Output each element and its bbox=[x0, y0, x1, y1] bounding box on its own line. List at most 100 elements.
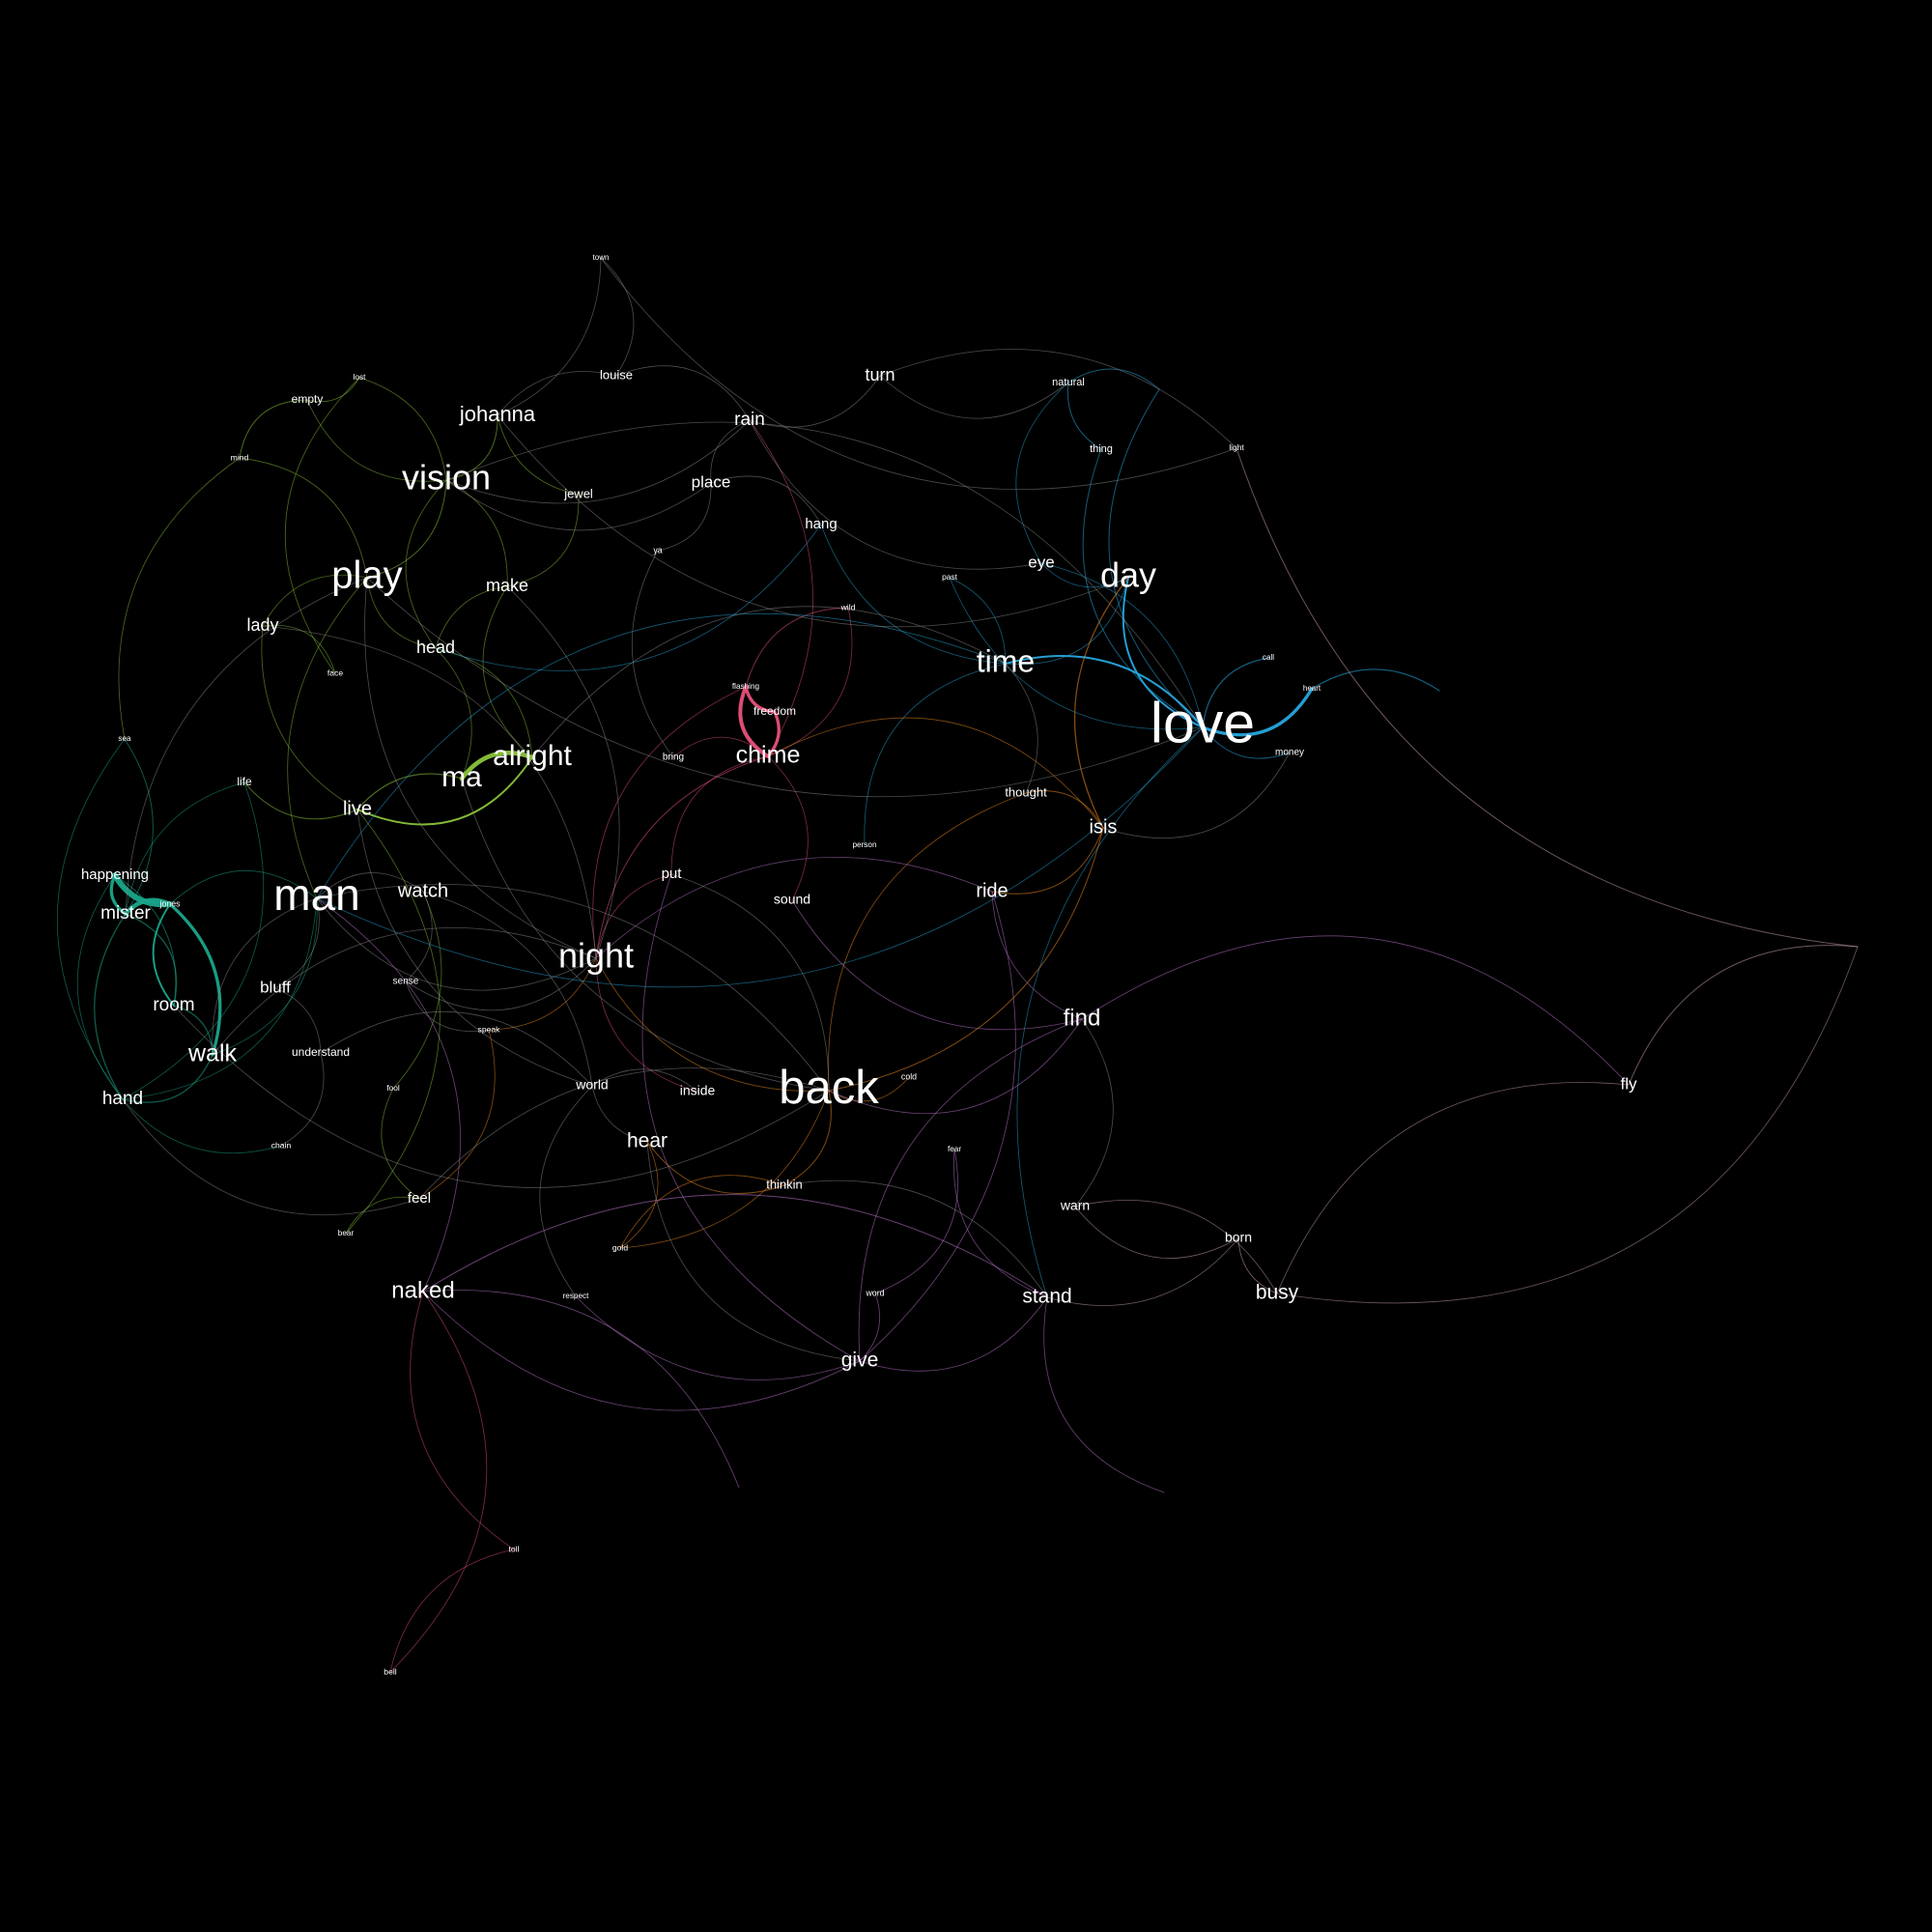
node-warn: warn bbox=[1060, 1198, 1090, 1213]
edge-hang-head bbox=[435, 524, 822, 671]
edge-give-word bbox=[859, 1293, 881, 1362]
edge-back-isis bbox=[828, 827, 1104, 1092]
node-face: face bbox=[327, 668, 343, 677]
node-vision: vision bbox=[402, 458, 491, 497]
edge-rain-place bbox=[710, 419, 751, 484]
edge-busy-cry bbox=[1276, 946, 1859, 1304]
edge-past-love bbox=[949, 577, 1204, 730]
edge-hand-chain bbox=[122, 1098, 282, 1154]
edge-night-ride bbox=[595, 856, 993, 959]
edge-eye-rain bbox=[749, 419, 1042, 570]
edge-light-cry bbox=[1236, 447, 1859, 948]
edge-mister-play bbox=[125, 577, 368, 915]
edge-ma-back bbox=[461, 778, 830, 1092]
edge-chime-sound bbox=[767, 755, 809, 901]
edge-man-walk bbox=[212, 897, 318, 1056]
edge-play-lady bbox=[262, 574, 368, 627]
edge-sense-night bbox=[405, 957, 597, 1011]
node-feel: feel bbox=[408, 1190, 431, 1207]
edge-watch-sense bbox=[405, 891, 433, 982]
edge-turn-light bbox=[879, 349, 1237, 449]
node-bell: bell bbox=[384, 1666, 396, 1676]
edge-johanna-vision bbox=[445, 414, 498, 481]
node-cold: cold bbox=[901, 1071, 917, 1081]
node-call: call bbox=[1263, 653, 1274, 662]
node-place: place bbox=[692, 472, 731, 491]
edge-find-fly bbox=[1081, 935, 1630, 1086]
edge-world-inside bbox=[591, 1068, 698, 1093]
edge-man-hand bbox=[122, 897, 318, 1100]
edge-lady-night bbox=[262, 625, 597, 959]
edge-make-alright bbox=[482, 585, 533, 758]
edge-love-day bbox=[1122, 577, 1204, 728]
edge-isis-day bbox=[1073, 577, 1129, 829]
node-find: find bbox=[1064, 1005, 1101, 1031]
node-love: love bbox=[1151, 692, 1255, 755]
node-turn: turn bbox=[865, 365, 895, 384]
node-inside: inside bbox=[680, 1083, 716, 1098]
node-fool: fool bbox=[386, 1083, 400, 1093]
edge-speak-night bbox=[488, 957, 597, 1031]
node-thinkin: thinkin bbox=[766, 1177, 803, 1191]
node-lost: lost bbox=[353, 372, 366, 382]
edge-give-naked bbox=[422, 1291, 861, 1411]
node-busy: busy bbox=[1256, 1282, 1299, 1304]
node-speak: speak bbox=[478, 1024, 501, 1034]
edge-love-sun bbox=[1108, 388, 1204, 728]
node-mister: mister bbox=[100, 903, 151, 923]
edge-man-night bbox=[316, 897, 597, 991]
edge-find-ride bbox=[991, 891, 1083, 1020]
node-naked: naked bbox=[391, 1277, 454, 1303]
edge-happening-jones bbox=[112, 872, 173, 908]
node-put: put bbox=[662, 866, 683, 882]
edge-thought-back bbox=[828, 792, 1027, 1092]
node-chime: chime bbox=[736, 742, 801, 769]
node-past: past bbox=[942, 572, 958, 582]
edge-bluff-understand bbox=[274, 987, 322, 1054]
edge-play-mind bbox=[239, 457, 368, 579]
edge-busy-born bbox=[1237, 1237, 1278, 1294]
edge-hand-walk bbox=[122, 1054, 213, 1103]
edge-layer bbox=[57, 257, 1859, 1673]
edge-chime-put bbox=[670, 755, 769, 875]
edge-happening-hand bbox=[76, 874, 124, 1100]
edge-love-money bbox=[1202, 726, 1291, 759]
edge-vision-make bbox=[445, 479, 508, 587]
edge-thinkin-gold bbox=[619, 1175, 785, 1249]
edge-back-gold bbox=[619, 1090, 830, 1249]
node-jewel: jewel bbox=[563, 486, 593, 500]
edge-lost-face bbox=[284, 377, 360, 674]
node-light: light bbox=[1229, 442, 1244, 452]
edge-love-man bbox=[316, 726, 1204, 988]
edge-natural-thing bbox=[1066, 382, 1102, 450]
edge-day-time bbox=[1005, 577, 1129, 666]
edge-speak-feel bbox=[418, 1029, 496, 1200]
edge-isis-ride bbox=[991, 827, 1104, 895]
node-understand: understand bbox=[292, 1045, 350, 1059]
edge-freedom-flashing bbox=[744, 685, 777, 714]
node-head: head bbox=[416, 638, 455, 657]
node-respect: respect bbox=[563, 1292, 590, 1300]
edge-town-johanna bbox=[497, 257, 602, 416]
edge-bluff-man bbox=[274, 897, 320, 989]
edge-live-alright bbox=[356, 756, 533, 826]
edge-put-back bbox=[670, 873, 830, 1092]
edge-jewel-make bbox=[506, 494, 580, 587]
edge-isis-thought bbox=[1025, 790, 1104, 829]
node-life: life bbox=[237, 775, 252, 788]
edge-natural-sun bbox=[1067, 368, 1160, 390]
edge-chime-night bbox=[595, 755, 769, 959]
node-sound: sound bbox=[774, 892, 810, 907]
node-sense: sense bbox=[393, 977, 419, 987]
edge-lady-face bbox=[262, 624, 336, 674]
edge-johanna-jewel bbox=[497, 414, 580, 496]
node-bring: bring bbox=[663, 753, 684, 763]
node-wild: wild bbox=[840, 602, 856, 611]
edge-happening-room bbox=[114, 874, 177, 1007]
edge-love-time bbox=[1005, 655, 1204, 728]
edge-mister-room bbox=[125, 913, 178, 1007]
edge-place-ya bbox=[657, 482, 712, 552]
node-town: town bbox=[593, 253, 610, 262]
edge-fear-word bbox=[874, 1149, 958, 1294]
node-freedom: freedom bbox=[753, 704, 796, 718]
